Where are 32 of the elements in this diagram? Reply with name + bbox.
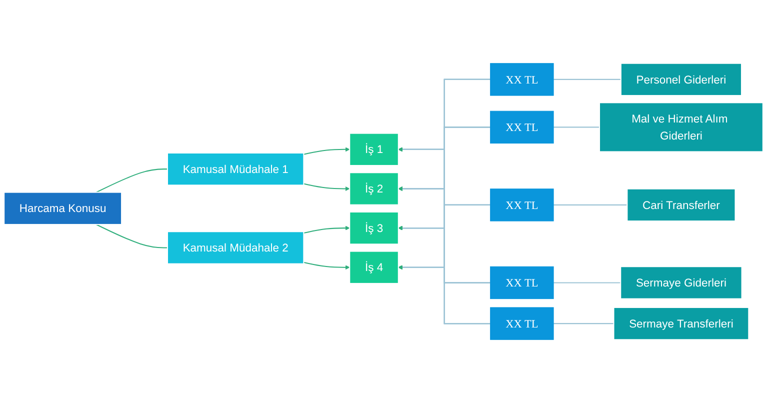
node-box: Kamusal Müdahale 2	[166, 231, 304, 264]
connector	[554, 204, 628, 206]
node-box: XX TL	[490, 266, 554, 300]
node-box: XX TL	[490, 63, 554, 96]
node-box: Sermaye Giderleri	[620, 266, 742, 300]
node-box: Kamusal Müdahale 1	[166, 152, 304, 186]
node-box: XX TL	[490, 307, 554, 340]
node-box: Cari Transferler	[626, 188, 736, 222]
connector	[554, 282, 621, 284]
arrow	[304, 147, 350, 155]
connector	[96, 224, 168, 248]
arrow	[304, 262, 350, 270]
arrow	[304, 226, 350, 234]
node-box: İş 4	[349, 250, 399, 284]
arrow	[398, 186, 490, 324]
node-box: İş 1	[349, 132, 399, 166]
arrow	[398, 147, 490, 324]
node-box: Harcama Konusu	[4, 192, 122, 225]
connector	[96, 168, 168, 193]
node-box: Mal ve Hizmet Alım Giderleri	[598, 102, 764, 152]
node-box: XX TL	[490, 188, 554, 222]
node-box: XX TL	[490, 110, 554, 144]
arrow	[398, 265, 490, 324]
connector	[554, 126, 600, 128]
node-box: İş 2	[349, 172, 399, 206]
arrow	[398, 226, 490, 324]
node-box: İş 3	[349, 211, 399, 245]
connector	[554, 323, 614, 324]
arrow	[304, 183, 350, 191]
connector	[554, 78, 621, 80]
node-box: Sermaye Transferleri	[613, 306, 750, 340]
node-box: Personel Giderleri	[620, 62, 742, 96]
